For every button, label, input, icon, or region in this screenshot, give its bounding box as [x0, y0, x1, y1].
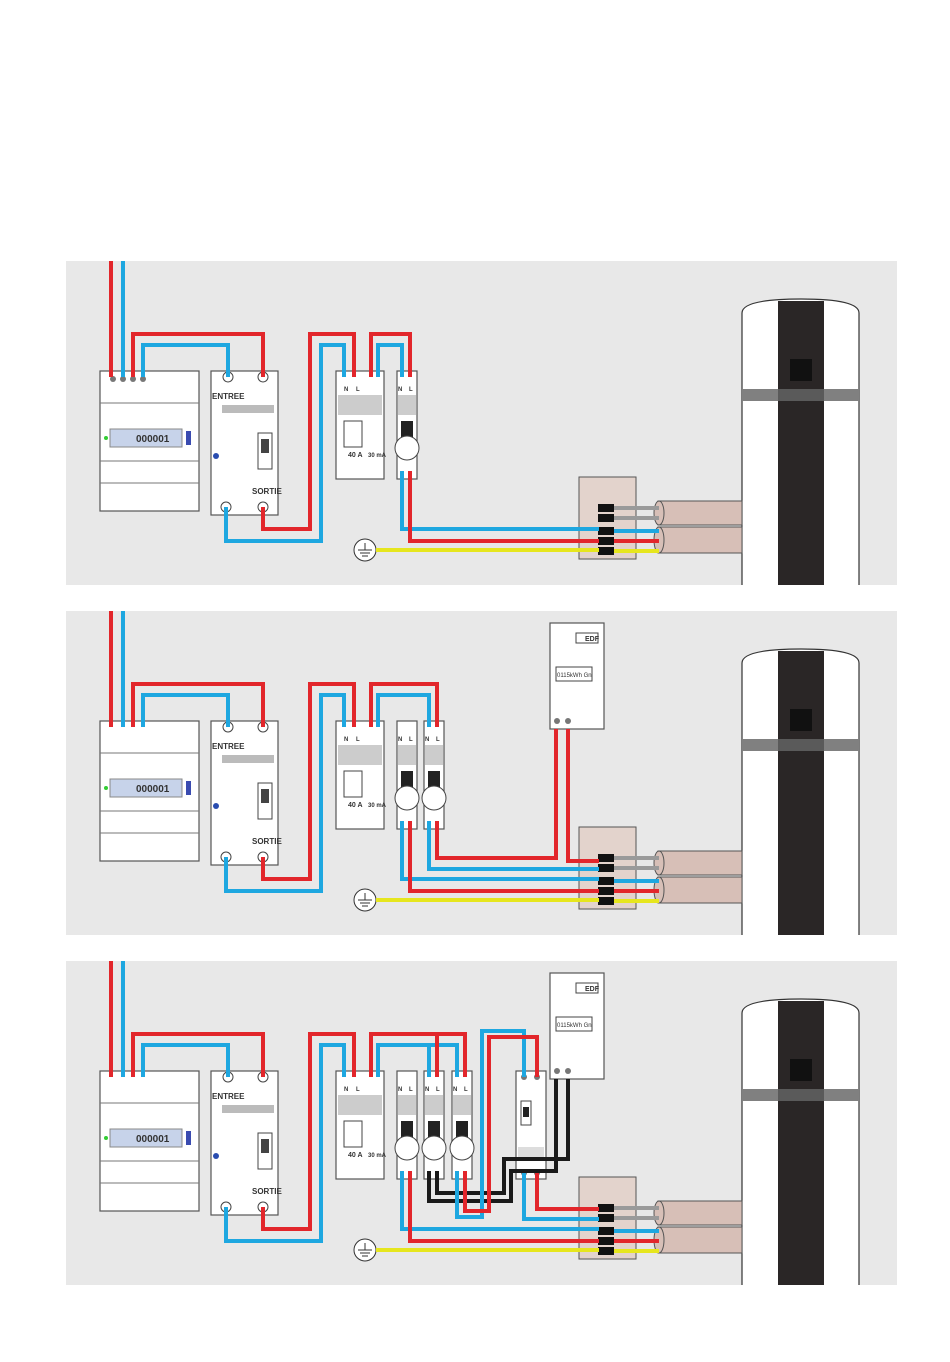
earth-symbol-icon [354, 1239, 376, 1261]
breaker-l-label: L [409, 1087, 413, 1093]
breaker-l-label: L [409, 737, 413, 743]
diagram-panel-1: 000001 ENTREE SORTIE 40 A 30 mA N L N L [66, 261, 897, 585]
water-heater [742, 999, 859, 1285]
meter-display: 000001 [136, 434, 170, 445]
breaker-l-label: L [409, 387, 413, 393]
edf-tariff-module: EDF 0115kWh Gn [550, 973, 604, 1079]
diff-sensitivity: 30 mA [368, 1153, 387, 1159]
wiring-diagram-2: EDF 0115kWh Gn 000001 ENTREE SORTIE 40 A… [66, 611, 897, 935]
earth-symbol-icon [354, 889, 376, 911]
terminal-block [598, 504, 614, 555]
circuit-breaker: N L [395, 1071, 419, 1179]
edf-display: 0115kWh Gn [557, 1023, 592, 1029]
circuit-breaker: N L [395, 371, 419, 479]
diff-l-label: L [356, 1087, 360, 1093]
main-breaker: ENTREE SORTIE [211, 1071, 282, 1215]
diagram-panel-3: EDF 0115kWh Gn 000001 ENTREE SORTIE [66, 961, 897, 1285]
heater-cables [654, 501, 742, 553]
terminal-block [598, 854, 614, 905]
wiring-diagram-1: 000001 ENTREE SORTIE 40 A 30 mA N L N L [66, 261, 897, 585]
breaker-n-label: N [398, 737, 402, 743]
circuit-breaker: N L [422, 1071, 446, 1179]
circuit-breaker: N L [395, 721, 419, 829]
terminal-block [598, 1204, 614, 1255]
sortie-label: SORTIE [252, 487, 282, 496]
breaker-n-label: N [398, 387, 402, 393]
entree-label: ENTREE [212, 742, 245, 751]
differential-switch: 40 A 30 mA N L [336, 1071, 387, 1179]
electric-meter: 000001 [100, 1071, 199, 1211]
diff-l-label: L [356, 387, 360, 393]
diff-n-label: N [344, 737, 348, 743]
breaker-n-label: N [425, 1087, 429, 1093]
diff-rating: 40 A [348, 802, 363, 809]
sortie-label: SORTIE [252, 1187, 282, 1196]
contactor-relay [516, 1071, 546, 1179]
main-breaker: ENTREE SORTIE [211, 721, 282, 865]
breaker-l-label: L [464, 1087, 468, 1093]
circuit-breaker: N L [450, 1071, 474, 1179]
diff-sensitivity: 30 mA [368, 803, 387, 809]
meter-display: 000001 [136, 784, 170, 795]
diagram-panel-2: EDF 0115kWh Gn 000001 ENTREE SORTIE 40 A… [66, 611, 897, 935]
diff-sensitivity: 30 mA [368, 453, 387, 459]
electric-meter: 000001 [100, 371, 199, 511]
breaker-l-label: L [436, 1087, 440, 1093]
diff-l-label: L [356, 737, 360, 743]
heater-cables [654, 1201, 742, 1253]
wiring-diagram-3: EDF 0115kWh Gn 000001 ENTREE SORTIE [66, 961, 897, 1285]
main-breaker: ENTREE SORTIE [211, 371, 282, 515]
breaker-l-label: L [436, 737, 440, 743]
electric-meter: 000001 [100, 721, 199, 861]
breaker-n-label: N [398, 1087, 402, 1093]
edf-brand: EDF [585, 986, 600, 993]
entree-label: ENTREE [212, 392, 245, 401]
differential-switch: 40 A 30 mA N L [336, 371, 387, 479]
entree-label: ENTREE [212, 1092, 245, 1101]
sortie-label: SORTIE [252, 837, 282, 846]
differential-switch: 40 A 30 mA N L [336, 721, 387, 829]
earth-symbol-icon [354, 539, 376, 561]
breaker-n-label: N [425, 737, 429, 743]
diff-rating: 40 A [348, 1152, 363, 1159]
edf-brand: EDF [585, 636, 600, 643]
diff-n-label: N [344, 1087, 348, 1093]
breaker-n-label: N [453, 1087, 457, 1093]
circuit-breaker: N L [422, 721, 446, 829]
water-heater [742, 649, 859, 935]
diff-n-label: N [344, 387, 348, 393]
meter-display: 000001 [136, 1134, 170, 1145]
diff-rating: 40 A [348, 452, 363, 459]
heater-cables [654, 851, 742, 903]
water-heater [742, 299, 859, 585]
edf-tariff-module: EDF 0115kWh Gn [550, 623, 604, 729]
edf-display: 0115kWh Gn [557, 673, 592, 679]
